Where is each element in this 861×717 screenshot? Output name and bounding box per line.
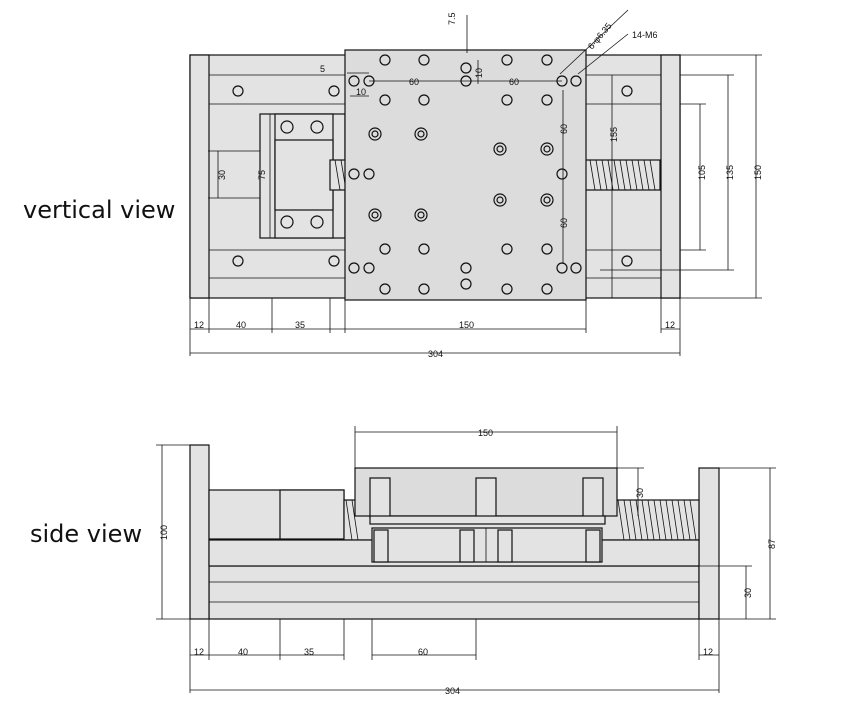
dim-60-c: 60 (559, 124, 569, 134)
side-right-endplate (698, 467, 720, 620)
side-dim-60: 60 (418, 647, 428, 657)
vertical-view-label: vertical view (23, 196, 176, 224)
dim-150-right: 150 (753, 165, 763, 180)
dim-30: 30 (217, 170, 227, 180)
dim-hole-spec-b: 14-M6 (632, 30, 658, 40)
side-dim-12-b: 12 (703, 647, 713, 657)
dim-12-a: 12 (194, 320, 204, 330)
dim-5: 5 (320, 64, 325, 74)
dim-105: 105 (697, 165, 707, 180)
dim-135: 135 (725, 165, 735, 180)
side-dim-30b: 30 (743, 588, 753, 598)
dim-hole-spec-a: 6-φ6.35 (586, 21, 614, 51)
side-dim-40: 40 (238, 647, 248, 657)
side-dim-35: 35 (304, 647, 314, 657)
top-right-endplate (660, 54, 681, 299)
top-left-endplate (189, 54, 210, 299)
side-base (208, 565, 700, 620)
side-dim-12-a: 12 (194, 647, 204, 657)
dim-60-b: 60 (509, 77, 519, 87)
top-view: 7.5 5 10 10 60 60 6-φ6.35 14-M6 30 75 60… (189, 9, 763, 359)
dim-12-b: 12 (665, 320, 675, 330)
side-dim-100: 100 (159, 525, 169, 540)
dim-40: 40 (236, 320, 246, 330)
dim-35: 35 (295, 320, 305, 330)
side-dim-87: 87 (767, 539, 777, 549)
dim-7-5: 7.5 (447, 12, 457, 25)
dim-75: 75 (257, 170, 267, 180)
dim-155: 155 (609, 127, 619, 142)
dim-60-a: 60 (409, 77, 419, 87)
dim-10-a: 10 (356, 87, 366, 97)
dim-150: 150 (459, 320, 474, 330)
dim-60-d: 60 (559, 218, 569, 228)
dim-10-b: 10 (474, 68, 484, 78)
dim-304: 304 (428, 349, 443, 359)
side-bearing-block (371, 527, 603, 563)
side-view-label: side view (30, 520, 143, 548)
side-view: 150 30 100 87 30 12 40 35 60 12 304 (156, 426, 777, 696)
side-dim-30: 30 (635, 488, 645, 498)
top-screw-threads (334, 159, 656, 191)
side-left-endplate (189, 444, 210, 620)
side-dim-304: 304 (445, 686, 460, 696)
side-dim-150: 150 (478, 428, 493, 438)
top-carriage-plate (344, 49, 587, 301)
